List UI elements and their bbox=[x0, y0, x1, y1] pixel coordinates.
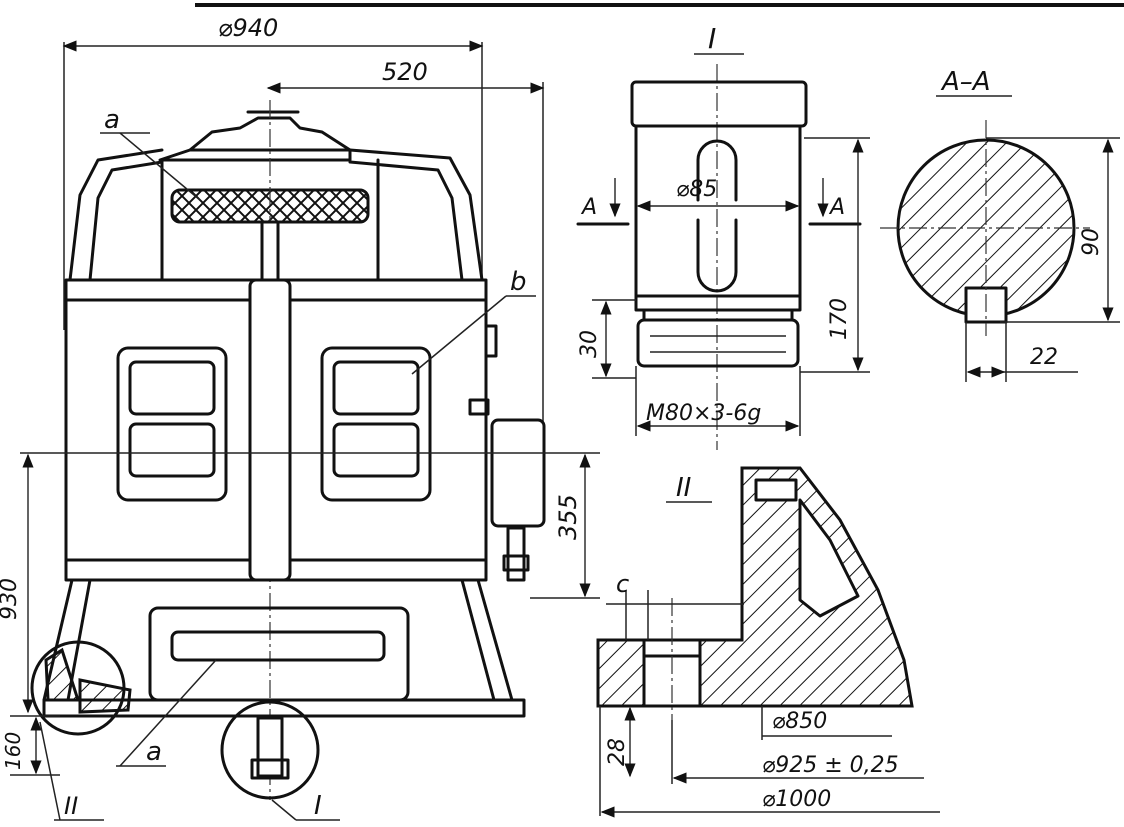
label-part-a-bottom: a bbox=[146, 737, 162, 767]
dim-inner-diameter: ⌀850 bbox=[772, 709, 827, 734]
dim-key-width: 22 bbox=[1030, 345, 1058, 370]
callout-detail-II: II bbox=[64, 792, 78, 820]
detail-I-title: I bbox=[708, 22, 716, 55]
label-chamfer-c: c bbox=[616, 570, 629, 598]
dim-half-width: 520 bbox=[382, 58, 428, 86]
dim-outer-diameter: ⌀1000 bbox=[762, 787, 831, 812]
section-mark-left: A bbox=[580, 195, 597, 220]
detail-I-pin: I ⌀85 A A 170 30 M80× bbox=[576, 22, 870, 450]
detail-II-title: II bbox=[676, 473, 691, 503]
dim-window-height: 355 bbox=[554, 494, 582, 540]
dim-bolt-circle: ⌀925 ± 0,25 bbox=[762, 753, 899, 778]
callout-detail-I: I bbox=[314, 791, 322, 821]
dim-left-height: 930 bbox=[0, 578, 22, 620]
label-part-a-top: a bbox=[104, 105, 120, 135]
section-mark-right: A bbox=[828, 195, 845, 220]
section-title: A–A bbox=[940, 67, 991, 97]
dim-thread-spec: M80×3-6g bbox=[646, 401, 761, 426]
detail-II-flange: II c 28 ⌀850 ⌀925 ± 0,25 ⌀1000 bbox=[596, 466, 940, 818]
dim-base-height: 160 bbox=[1, 732, 25, 770]
label-part-b: b bbox=[510, 267, 527, 297]
dim-section-diameter: 90 bbox=[1079, 228, 1104, 256]
dim-overall-diameter: ⌀940 bbox=[218, 14, 278, 42]
dim-pin-height: 170 bbox=[827, 298, 852, 340]
section-A-A: A–A 90 22 bbox=[880, 67, 1120, 382]
dim-pin-diameter: ⌀85 bbox=[676, 177, 717, 202]
main-view: ⌀940 520 bbox=[0, 14, 600, 821]
dim-thread-length: 30 bbox=[577, 330, 602, 358]
dim-flange-thickness: 28 bbox=[605, 738, 630, 766]
